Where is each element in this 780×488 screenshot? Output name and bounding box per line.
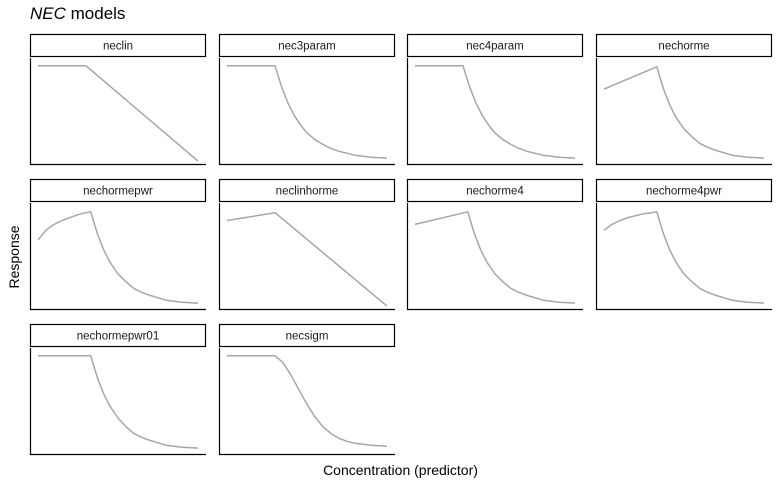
x-axis-label: Concentration (predictor) <box>323 462 478 478</box>
series-line-nec4param <box>415 65 576 159</box>
facet-panel-nechormepwr01: nechormepwr01 <box>29 323 207 456</box>
facet-strip-box <box>406 33 584 58</box>
facet-panel-nechorme4: nechorme4 <box>406 178 584 311</box>
facet-panel-nec3param: nec3param <box>218 33 396 166</box>
facet-strip-label: necsigm <box>286 331 329 343</box>
facet-strip-box <box>29 323 207 348</box>
facet-strip-box <box>595 178 773 203</box>
series-line-nec3param <box>227 65 388 159</box>
facet-panel-nechormepwr: nechormepwr <box>29 178 207 311</box>
facet-strip-box <box>218 33 396 58</box>
facet-panel-nechorme: nechorme <box>595 33 773 166</box>
facet-panel-neclin: neclin <box>29 33 207 166</box>
chart-title-rest: models <box>65 4 126 23</box>
facet-strip-label: neclinhorme <box>276 186 339 198</box>
series-line-nechorme <box>603 66 765 159</box>
facet-strip-box <box>595 33 773 58</box>
facet-strip-box <box>218 323 396 348</box>
facet-panel-necsigm: necsigm <box>218 323 396 456</box>
facet-strip-label: nechormepwr01 <box>77 331 159 343</box>
chart-title-italic: NEC <box>30 4 66 23</box>
series-line-nechorme4 <box>414 211 576 304</box>
facet-strip-label: nechorme4pwr <box>646 186 722 198</box>
facet-strip-label: nec4param <box>466 41 524 53</box>
series-line-nechormepwr <box>37 211 199 304</box>
facet-strip-label: nechorme <box>658 41 709 53</box>
facet-panel-nec4param: nec4param <box>406 33 584 166</box>
facet-strip-box <box>218 178 396 203</box>
facet-strip-label: nec3param <box>278 41 336 53</box>
series-line-necsigm <box>227 355 388 447</box>
facet-strip-box <box>29 33 207 58</box>
facet-strip-box <box>29 178 207 203</box>
series-line-nechormepwr01 <box>38 355 199 449</box>
facet-strip-label: nechorme4 <box>466 186 524 198</box>
facet-strip-label: neclin <box>103 41 133 53</box>
chart-title: NEC models <box>30 4 125 24</box>
series-line-neclin <box>38 65 199 162</box>
series-line-nechorme4pwr <box>603 211 765 304</box>
facet-panel-neclinhorme: neclinhorme <box>218 178 396 311</box>
facet-strip-label: nechormepwr <box>83 186 153 198</box>
series-line-neclinhorme <box>226 211 388 307</box>
facet-strip-box <box>406 178 584 203</box>
facet-panel-nechorme4pwr: nechorme4pwr <box>595 178 773 311</box>
